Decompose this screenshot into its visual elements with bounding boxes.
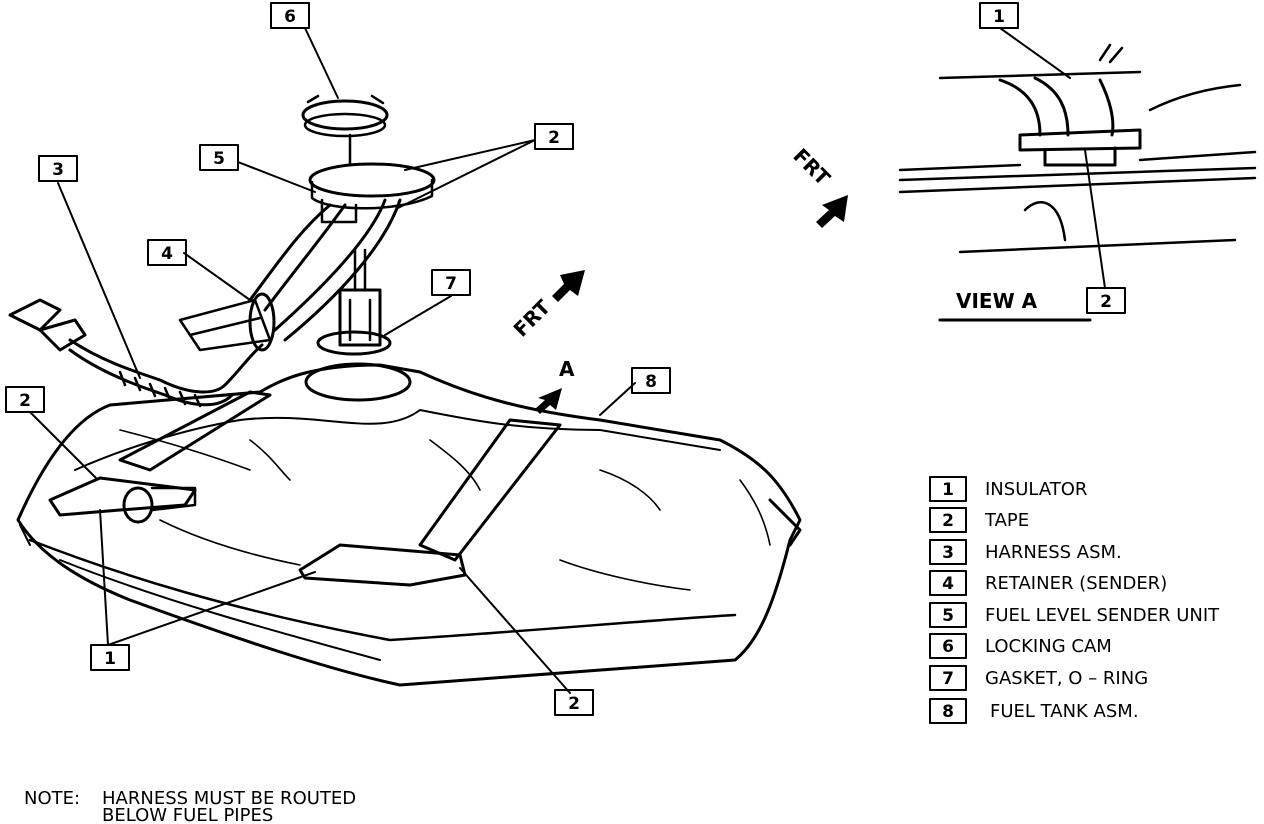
svg-text:2: 2 [568,694,580,714]
callout-2-view: 2 [1086,287,1126,314]
svg-text:2: 2 [1100,292,1112,312]
fuel-tank-drawing [16,362,802,687]
direction-arrows [535,195,848,414]
callout-6-top: 6 [270,2,310,29]
svg-text:1: 1 [104,649,116,669]
frt-label-view: FRT [788,144,835,191]
note-line-1: HARNESS MUST BE ROUTED [102,788,356,809]
legend-item-6: 6 LOCKING CAM [929,633,1112,659]
svg-text:LOCKING CAM: LOCKING CAM [985,636,1112,657]
callout-1-view: 1 [979,2,1019,29]
svg-text:6: 6 [942,637,954,657]
view-arrow-letter: A [559,357,575,381]
svg-text:8: 8 [942,702,954,722]
svg-text:2: 2 [942,511,954,531]
svg-text:1: 1 [993,7,1005,27]
svg-text:HARNESS ASM.: HARNESS ASM. [985,542,1122,563]
legend: 1 INSULATOR 2 TAPE 3 HARNESS ASM. 4 RETAINER… [929,476,1220,724]
svg-text:1: 1 [942,480,954,500]
svg-text:3: 3 [52,160,64,180]
callout-5-left: 5 [199,144,239,171]
legend-item-2: 2 TAPE [929,507,1029,533]
legend-item-5: 5 FUEL LEVEL SENDER UNIT [929,602,1220,628]
view-a-detail-drawing [898,43,1257,322]
frt-arrow-main [552,270,585,302]
legend-item-8: 8 FUEL TANK ASM. [929,698,1139,724]
svg-text:4: 4 [942,574,954,594]
note-prefix: NOTE: [24,788,80,809]
svg-text:3: 3 [942,543,954,563]
svg-text:FUEL TANK ASM.: FUEL TANK ASM. [990,701,1139,722]
harness-note: NOTE: HARNESS MUST BE ROUTED BELOW FUEL … [24,788,356,824]
leader-lines [29,27,1106,694]
callout-4-left: 4 [147,239,187,266]
callout-boxes: 6 5 2 3 4 7 2 8 1 2 1 2 [5,2,1126,716]
svg-text:GASKET, O – RING: GASKET, O – RING [985,668,1148,689]
svg-text:8: 8 [645,372,657,392]
callout-8-right: 8 [631,367,671,394]
svg-text:4: 4 [161,244,173,264]
legend-item-3: 3 HARNESS ASM. [929,539,1122,565]
svg-text:7: 7 [942,669,954,689]
legend-item-7: 7 GASKET, O – RING [929,665,1148,691]
legend-item-4: 4 RETAINER (SENDER) [929,570,1167,596]
svg-text:6: 6 [284,7,296,27]
view-a-arrow [535,388,562,414]
view-a-title: VIEW A [956,289,1038,313]
harness-drawing [8,298,264,408]
callout-2-upper: 2 [534,123,574,150]
svg-text:5: 5 [942,606,954,626]
callout-3-left: 3 [38,155,78,182]
legend-item-1: 1 INSULATOR [929,476,1087,502]
callout-7-mid: 7 [431,269,471,296]
callout-1-bottom: 1 [90,644,130,671]
frt-label-main: FRT [509,295,556,342]
svg-text:RETAINER (SENDER): RETAINER (SENDER) [985,573,1167,594]
svg-text:7: 7 [445,274,457,294]
svg-text:2: 2 [548,128,560,148]
svg-text:TAPE: TAPE [984,510,1029,531]
sender-unit-drawing [178,94,436,356]
svg-text:FUEL LEVEL SENDER UNIT: FUEL LEVEL SENDER UNIT [985,605,1220,626]
svg-text:INSULATOR: INSULATOR [985,479,1087,500]
svg-text:2: 2 [19,391,31,411]
frt-arrow-view [816,195,848,228]
callout-2-left: 2 [5,386,45,413]
svg-text:5: 5 [213,149,225,169]
note-line-2: BELOW FUEL PIPES [102,805,273,824]
callout-2-bottom: 2 [554,689,594,716]
